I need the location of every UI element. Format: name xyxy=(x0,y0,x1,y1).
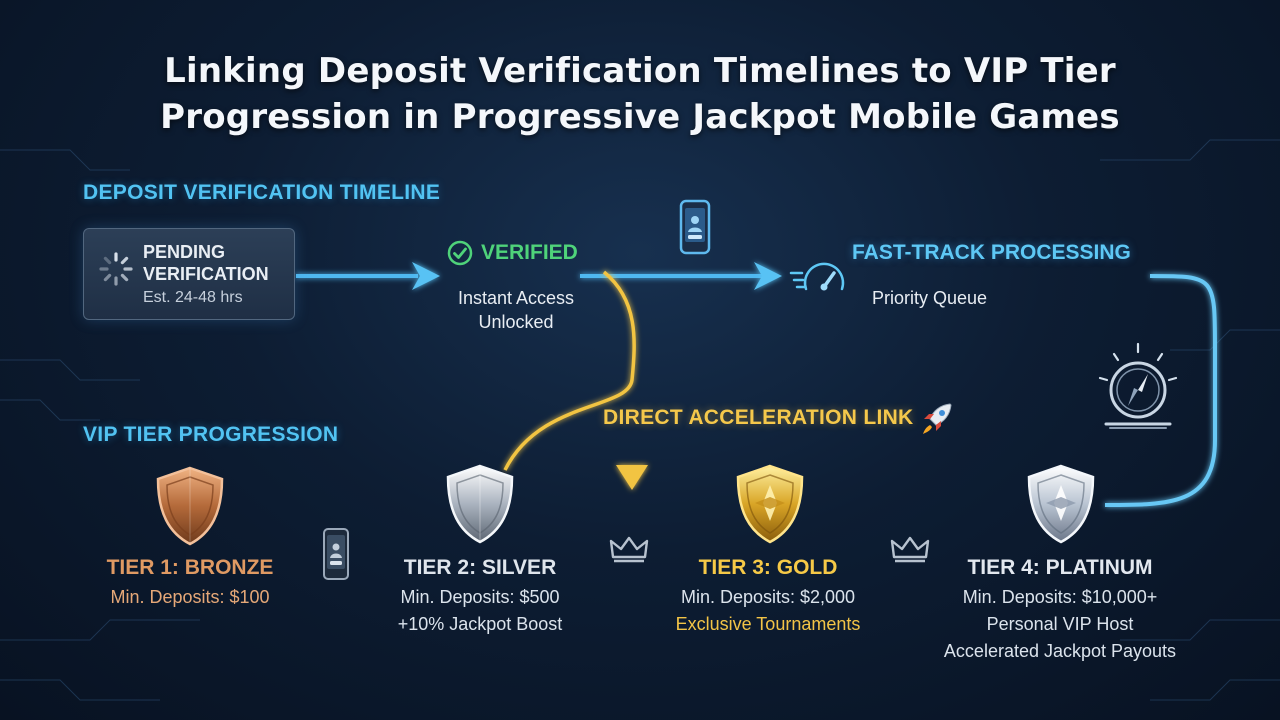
silver-shield-icon xyxy=(446,464,514,544)
pending-verification-card: PENDING VERIFICATION Est. 24-48 hrs xyxy=(83,228,295,320)
gold-shield-icon xyxy=(736,464,804,544)
pending-title: PENDING VERIFICATION xyxy=(143,241,293,285)
tier-3-name: TIER 3: GOLD xyxy=(698,556,838,579)
page-title: Linking Deposit Verification Timelines t… xyxy=(0,48,1280,140)
pending-estimate: Est. 24-48 hrs xyxy=(143,289,243,306)
platinum-shield-icon xyxy=(1027,464,1095,544)
acceleration-text: DIRECT ACCELERATION LINK xyxy=(603,406,914,429)
bronze-shield-icon xyxy=(156,466,224,546)
mobile-phone-small-icon xyxy=(323,528,349,580)
pending-title-line-1: PENDING xyxy=(143,242,226,262)
tier-2-line-2: +10% Jackpot Boost xyxy=(397,614,563,634)
mobile-phone-icon xyxy=(679,199,711,255)
crown-icon-2 xyxy=(890,536,930,563)
crown-icon xyxy=(609,536,649,563)
check-circle-icon xyxy=(447,240,473,266)
tier-2-card: TIER 2: SILVER Min. Deposits: $500 +10% … xyxy=(330,556,630,638)
fast-track-title: FAST-TRACK PROCESSING xyxy=(852,241,1131,264)
pending-title-line-2: VERIFICATION xyxy=(143,264,269,284)
tier-3-card: TIER 3: GOLD Min. Deposits: $2,000 Exclu… xyxy=(618,556,918,638)
tier-4-card: TIER 4: PLATINUM Min. Deposits: $10,000+… xyxy=(910,556,1210,665)
verified-line-1: Instant Access xyxy=(457,288,575,308)
timeline-label: DEPOSIT VERIFICATION TIMELINE xyxy=(83,181,441,204)
circuit-decoration xyxy=(0,139,1280,701)
rocket-icon xyxy=(923,403,952,434)
vip-progression-label: VIP TIER PROGRESSION xyxy=(83,423,339,446)
verified-description: Instant Access Unlocked xyxy=(430,286,602,334)
tier-3-line-1: Min. Deposits: $2,000 xyxy=(680,587,856,607)
stopwatch-icon xyxy=(1098,342,1178,429)
acceleration-label: DIRECT ACCELERATION LINK xyxy=(603,406,914,430)
tier-2-name: TIER 2: SILVER xyxy=(403,556,557,579)
loading-spinner-icon xyxy=(99,252,133,286)
page-title-line-1: Linking Deposit Verification Timelines t… xyxy=(164,51,1116,91)
verified-title: VERIFIED xyxy=(481,241,578,264)
speedometer-icon xyxy=(789,262,845,291)
tier-4-line-2: Personal VIP Host xyxy=(986,614,1134,634)
verified-line-2: Unlocked xyxy=(478,312,554,332)
fast-track-subtitle: Priority Queue xyxy=(872,288,988,308)
tier-1-card: TIER 1: BRONZE Min. Deposits: $100 xyxy=(40,556,340,611)
tier-3-line-2: Exclusive Tournaments xyxy=(675,614,861,634)
tier-4-line-1: Min. Deposits: $10,000+ xyxy=(962,587,1158,607)
tier-1-name: TIER 1: BRONZE xyxy=(106,556,274,579)
tier-4-name: TIER 4: PLATINUM xyxy=(967,556,1153,579)
tier-2-line-1: Min. Deposits: $500 xyxy=(400,587,560,607)
tier-1-line-1: Min. Deposits: $100 xyxy=(110,587,270,607)
page-title-line-2: Progression in Progressive Jackpot Mobil… xyxy=(160,97,1120,137)
tier-4-line-3: Accelerated Jackpot Payouts xyxy=(943,641,1177,661)
